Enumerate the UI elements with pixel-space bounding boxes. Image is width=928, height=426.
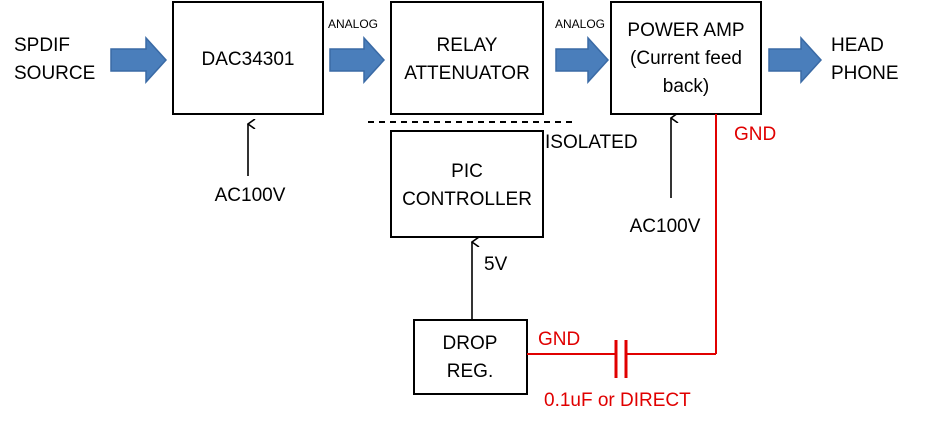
block-arrow-right-icon bbox=[555, 36, 610, 84]
five-volt-label: 5V bbox=[484, 254, 508, 275]
capacitor-icon bbox=[614, 340, 628, 378]
dac-label: DAC34301 bbox=[202, 49, 295, 70]
relay-label-line1: RELAY bbox=[437, 35, 498, 56]
headphone-label-line2: PHONE bbox=[831, 63, 899, 84]
drop-ground-label: GND bbox=[538, 329, 580, 350]
dac-supply-label: AC100V bbox=[215, 185, 286, 206]
drop-label-line1: DROP bbox=[443, 333, 498, 354]
isolated-label: ISOLATED bbox=[545, 132, 638, 153]
pic-label-line1: PIC bbox=[451, 161, 483, 182]
amp-label-line1: POWER AMP bbox=[627, 20, 744, 41]
capacitor-label: 0.1uF or DIRECT bbox=[544, 390, 691, 411]
block-arrow-right-icon bbox=[768, 36, 823, 84]
block-arrow-right-icon bbox=[110, 36, 168, 84]
source-label-line2: SOURCE bbox=[14, 63, 95, 84]
source-label-line1: SPDIF bbox=[14, 35, 70, 56]
relay-label-line2: ATTENUATOR bbox=[404, 63, 530, 84]
block-arrow-right-icon bbox=[329, 36, 386, 84]
pic-label-line2: CONTROLLER bbox=[402, 189, 532, 210]
relay-attenuator-block bbox=[390, 1, 544, 115]
ground-wire bbox=[527, 114, 717, 355]
amp-label-line2: (Current feed bbox=[630, 48, 742, 69]
amp-ground-label: GND bbox=[734, 124, 776, 145]
dac-block bbox=[172, 1, 324, 115]
pic-controller-block bbox=[390, 130, 544, 238]
power-amp-block bbox=[610, 1, 762, 115]
amp-label-line3: back) bbox=[663, 76, 709, 97]
drop-regulator-block bbox=[413, 319, 528, 395]
headphone-label-line1: HEAD bbox=[831, 35, 884, 56]
analog-label-2: ANALOG bbox=[555, 17, 605, 31]
analog-label-1: ANALOG bbox=[328, 17, 378, 31]
drop-label-line2: REG. bbox=[447, 361, 493, 382]
amp-supply-label: AC100V bbox=[630, 216, 701, 237]
